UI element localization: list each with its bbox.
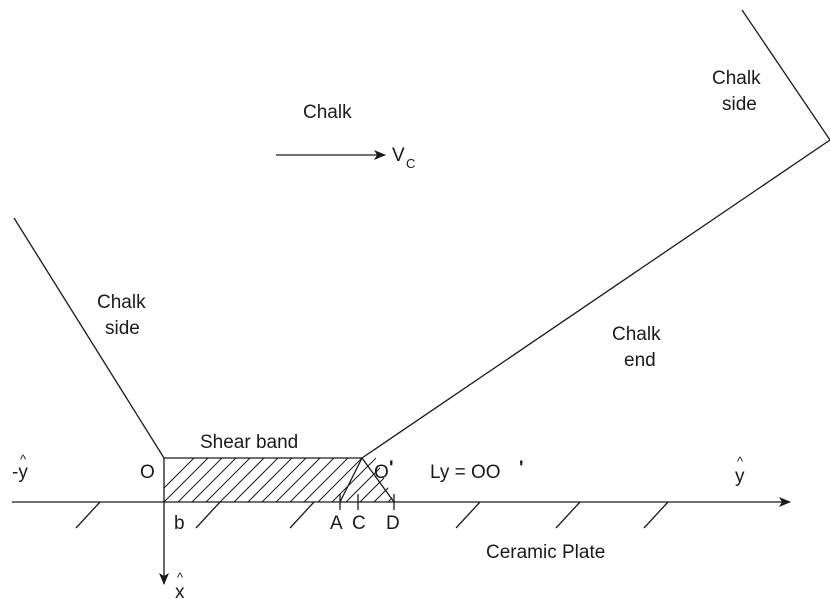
hatch-line — [191, 458, 237, 502]
origin-label: O — [140, 462, 155, 483]
chalk-right-side-edge — [741, 9, 830, 141]
x-axis-hat: ^ — [177, 570, 184, 585]
hatch-line — [177, 458, 223, 502]
shear-band-hatching — [164, 458, 394, 502]
velocity-label: V — [392, 145, 405, 166]
hatch-line — [164, 458, 209, 502]
chalk-end-label-2: end — [624, 350, 656, 371]
hatch-line — [164, 458, 195, 502]
chalk-end-label-1: Chalk — [612, 324, 661, 345]
chalk-side-left-label-2: side — [105, 318, 140, 339]
velocity-subscript: C — [406, 156, 415, 171]
hatch-line — [205, 458, 251, 502]
chalk-side-left-label-1: Chalk — [97, 292, 146, 313]
hatch-line — [219, 458, 265, 502]
ceramic-plate-label: Ceramic Plate — [486, 542, 605, 563]
chalk-side-right-label-2: side — [722, 94, 757, 115]
hatch-line — [233, 458, 279, 502]
chalk-end-edge — [361, 139, 830, 459]
hatch-line — [359, 458, 394, 502]
point-d-label: D — [386, 513, 400, 534]
ceramic-plate-hatching — [75, 501, 669, 529]
hatch-line — [373, 458, 394, 502]
hatch-line — [289, 458, 335, 502]
hatch-line — [317, 458, 363, 502]
point-c-label: C — [352, 513, 366, 534]
hatch-line — [261, 458, 307, 502]
hatch-line — [247, 458, 293, 502]
shear-band-label: Shear band — [200, 432, 298, 453]
point-b-label: b — [174, 513, 185, 534]
chalk-side-right-label-1: Chalk — [712, 68, 761, 89]
hatch-line — [303, 458, 349, 502]
y-axis-label: y — [735, 466, 745, 487]
chalk-left-side-edge — [13, 217, 165, 459]
hatch-line — [275, 458, 321, 502]
hatch-line — [331, 458, 377, 502]
neg-y-hat: ^ — [20, 452, 27, 467]
y-axis-hat: ^ — [737, 454, 744, 469]
neg-y-label: -y — [12, 462, 28, 483]
x-axis-label: x — [175, 582, 185, 603]
chalk-label: Chalk — [303, 102, 352, 123]
shear-band-region — [164, 457, 395, 503]
point-a-label: A — [330, 513, 343, 534]
origin-prime-label: O — [374, 462, 389, 483]
ly-equation-label: Ly = OO — [430, 462, 501, 483]
ly-prime-mark: ' — [519, 458, 524, 479]
origin-prime-mark: ' — [389, 458, 394, 479]
